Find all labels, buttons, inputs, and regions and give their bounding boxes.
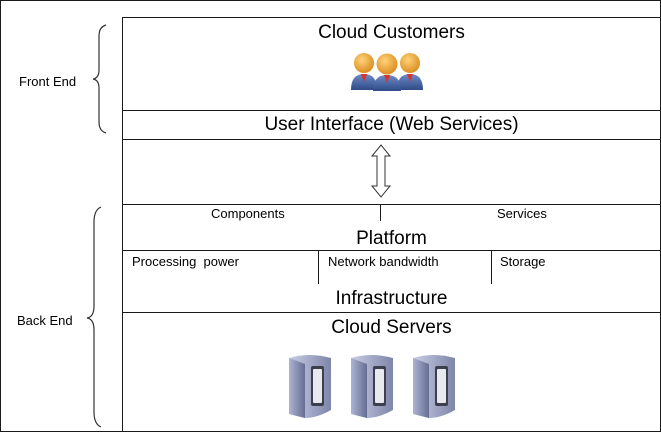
cloud-customers-title: Cloud Customers (318, 22, 465, 43)
front-end-label: Front End (19, 74, 77, 89)
servers-group (289, 355, 455, 418)
infrastructure-title: Infrastructure (335, 288, 448, 309)
user-interface-title: User Interface (Web Services) (264, 114, 519, 135)
divider-customers-ui (122, 110, 661, 111)
services-label: Services (497, 206, 547, 221)
server-tower-icon (413, 355, 455, 418)
front-end-brace (92, 24, 107, 134)
divider-ui-connector (122, 139, 661, 140)
storage-label: Storage (500, 254, 546, 269)
infra-split-line-1 (318, 250, 319, 284)
components-label: Components (211, 206, 285, 221)
layer-stack (122, 17, 661, 431)
network-bandwidth-label: Network bandwidth (328, 254, 439, 269)
people-group-icon (351, 53, 423, 91)
cloud-servers-title: Cloud Servers (331, 317, 452, 338)
processing-power-label: Processing power (132, 254, 239, 269)
infra-split-line-2 (491, 250, 492, 284)
divider-infrastructure-servers (122, 312, 661, 313)
double-arrow-icon (370, 144, 392, 198)
server-tower-icon (289, 355, 331, 418)
divider-platform-infrastructure (122, 250, 661, 251)
back-end-brace (86, 206, 102, 428)
back-end-label: Back End (17, 313, 73, 328)
server-tower-icon (351, 355, 393, 418)
divider-connector-platform (122, 204, 661, 205)
platform-title: Platform (356, 228, 427, 249)
platform-split-line (380, 204, 381, 221)
